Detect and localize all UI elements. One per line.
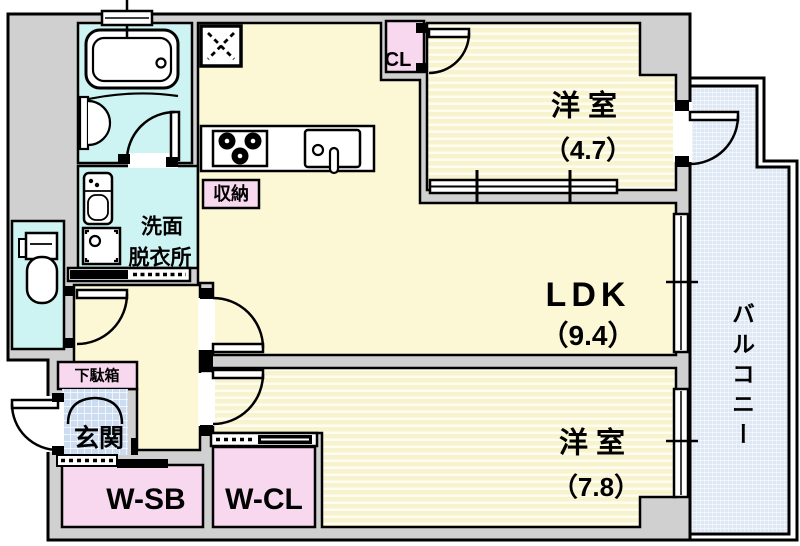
room-wsb: [60, 463, 205, 529]
bedroom-bottom-door: [200, 361, 265, 436]
gas-stove-icon: [211, 129, 269, 168]
washroom-label-line1: 洗面: [141, 215, 183, 239]
vanity-basin-icon: [82, 171, 114, 226]
wsb-label: W-SB: [106, 483, 186, 516]
vent-fan-icon: [199, 24, 243, 68]
wcl-sliding-door: [209, 431, 319, 448]
shoe-cabinet-bifold-doors: [66, 396, 124, 425]
shoe-cabinet-label: 下駄箱: [74, 367, 120, 385]
bedroom-top-size: （4.7）: [543, 135, 633, 165]
bedroom-bottom-size: （7.8）: [551, 472, 641, 502]
kitchen-counter: [199, 124, 376, 175]
bedroom-bottom-label: 洋室: [558, 427, 634, 460]
bath-counter-icon: [78, 95, 112, 151]
bathroom-window-icon: [100, 0, 154, 38]
bathtub-icon: [79, 28, 180, 103]
room-bedroom-top: [425, 21, 678, 192]
balcony-area: [688, 76, 799, 542]
washroom-label-line2: 脱衣所: [128, 246, 192, 270]
storage-label: 収納: [213, 184, 249, 204]
room-kitchen-ldk: [196, 21, 678, 357]
ldk-door: [200, 288, 265, 361]
toilet-icon: [18, 231, 59, 305]
closet-label: CL: [384, 49, 412, 71]
washing-machine-icon: [81, 226, 122, 266]
entrance-step: [56, 454, 168, 468]
bathroom-door: [118, 110, 181, 167]
room-wcl: [211, 445, 317, 529]
bedroom-top-sliding-partition: [428, 170, 619, 204]
entrance-door: [10, 393, 64, 455]
kitchen-sink-icon: [303, 128, 362, 175]
closet-door: [416, 23, 471, 75]
doorway-gaps: [44, 102, 692, 452]
entrance-tile: [62, 389, 128, 455]
bedroom-bottom-window: [666, 387, 698, 499]
entrance-label: 玄関: [73, 424, 125, 453]
storage-box: [201, 178, 261, 210]
balcony-label: バルコニー: [728, 302, 755, 452]
balcony-door: [675, 100, 740, 167]
washroom-sliding-door: [66, 266, 192, 283]
wcl-label: W-CL: [225, 483, 303, 516]
bedroom-top-label: 洋室: [550, 90, 626, 123]
ldk-size: （9.4）: [540, 320, 636, 351]
toilet-door: [63, 286, 129, 348]
ldk-window: [666, 212, 698, 354]
ldk-label: LDK: [545, 276, 631, 314]
entrance-hall-wall-bar: [131, 438, 138, 455]
